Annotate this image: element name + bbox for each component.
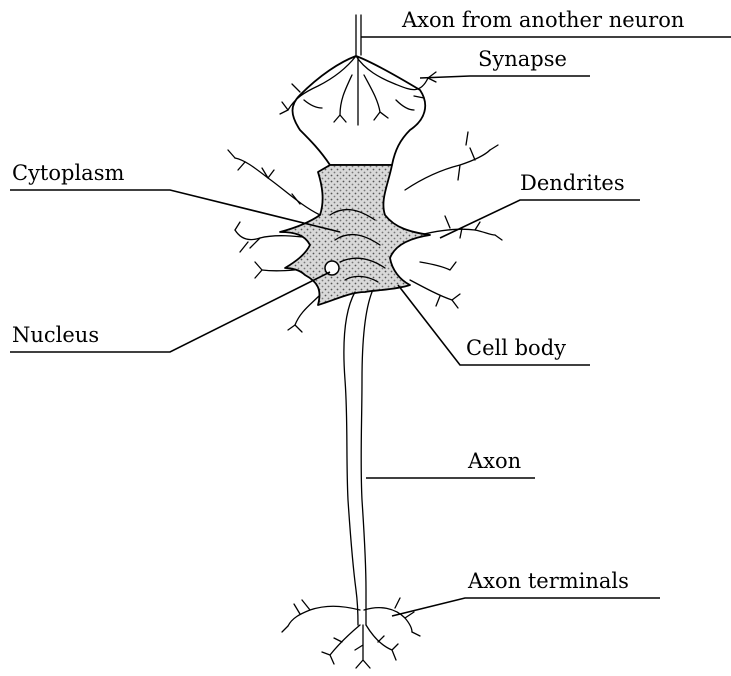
leader-dendrites — [440, 200, 640, 238]
label-axon-terminals: Axon terminals — [467, 569, 629, 593]
leader-synapse — [420, 76, 590, 78]
leader-cytoplasm — [10, 190, 340, 232]
label-axon-from-another-neuron: Axon from another neuron — [401, 8, 684, 32]
leader-axon-terminals — [392, 598, 660, 616]
axon-drawing — [344, 292, 372, 625]
incoming-axon — [356, 15, 361, 55]
axon-terminals-drawing — [282, 598, 420, 668]
label-dendrites: Dendrites — [520, 171, 625, 195]
label-nucleus: Nucleus — [12, 323, 99, 347]
label-axon: Axon — [467, 449, 521, 473]
label-synapse: Synapse — [478, 47, 567, 71]
label-cell-body: Cell body — [466, 336, 566, 360]
label-cytoplasm: Cytoplasm — [12, 161, 124, 185]
synapse-terminals — [280, 56, 436, 165]
